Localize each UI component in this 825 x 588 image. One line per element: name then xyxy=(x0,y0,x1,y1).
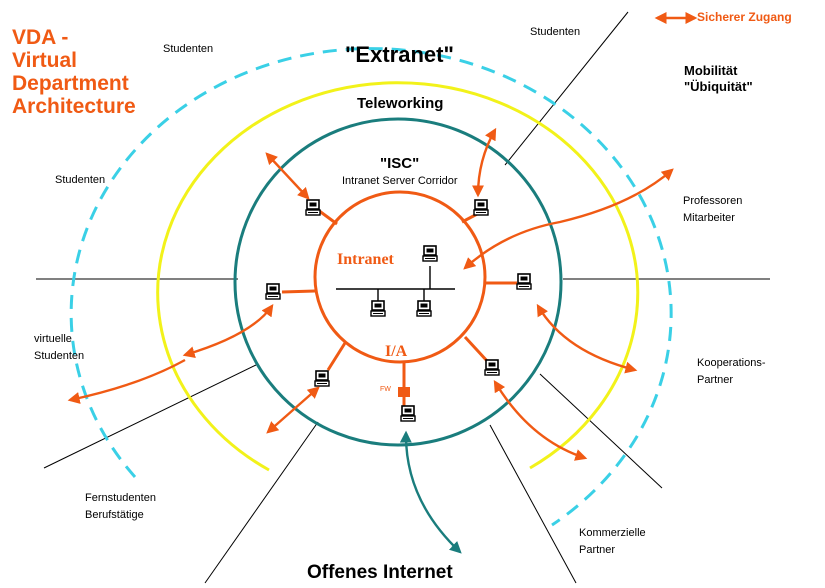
pc-right xyxy=(516,273,532,290)
ia-label: I/A xyxy=(385,343,408,360)
pc-intranet-left xyxy=(370,300,386,317)
title-line-2: Virtual xyxy=(12,49,77,72)
studenten-left-label: Studenten xyxy=(55,174,106,186)
title-line-4: Architecture xyxy=(12,95,136,118)
pc-intranet-right xyxy=(416,300,432,317)
spokes xyxy=(281,208,517,408)
kommerzielle-label: Kommerzielle Partner xyxy=(579,527,646,556)
intranet-label: Intranet xyxy=(337,251,394,268)
professoren-label: Professoren Mitarbeiter xyxy=(683,195,743,224)
mobility-line-2: "Übiquität" xyxy=(684,79,753,94)
intranet-ring xyxy=(313,190,487,364)
pc-lower-right xyxy=(484,359,500,376)
isc-label: "ISC" xyxy=(380,155,420,172)
isc-sub-label: Intranet Server Corridor xyxy=(342,175,458,187)
teleworking-ring xyxy=(156,81,640,472)
isc-ring xyxy=(233,117,563,447)
firewall-box xyxy=(398,387,410,397)
secure-access-arrows xyxy=(67,12,698,461)
spoke-lower-right xyxy=(463,335,490,364)
legend-label: Sicherer Zugang xyxy=(697,10,792,24)
pc-left xyxy=(265,283,281,300)
arrow-kommerzielle xyxy=(493,379,588,461)
virtuelle-studenten-label: virtuelle Studenten xyxy=(34,333,85,362)
sector-line-top-right xyxy=(504,11,629,166)
kooperation-label: Kooperations- Partner xyxy=(697,357,766,386)
sector-line-right-lower xyxy=(539,373,663,489)
arrow-kooperation xyxy=(536,303,638,374)
pc-upper-left xyxy=(305,199,321,216)
pc-intranet-top xyxy=(422,245,438,262)
studenten-top-right-label: Studenten xyxy=(530,26,581,38)
sector-line-left-lower xyxy=(43,364,257,469)
extranet-ring xyxy=(69,47,673,527)
title-line-1: VDA - xyxy=(12,26,69,49)
spoke-lower-left xyxy=(326,342,347,371)
extranet-label: "Extranet" xyxy=(345,42,454,67)
internet-arrow xyxy=(399,430,462,554)
pc-bottom xyxy=(400,405,416,422)
arrow-mobile xyxy=(463,168,674,270)
mobility-label: Mobilität "Übiquität" xyxy=(684,63,753,95)
mobility-line-1: Mobilität xyxy=(684,63,738,78)
title: VDA - Virtual Department Architecture xyxy=(12,26,136,118)
fernstudenten-label: Fernstudenten Berufstätige xyxy=(85,492,156,521)
teleworking-label: Teleworking xyxy=(357,95,444,112)
arrow-upper-left xyxy=(265,152,310,200)
arrow-virtual-far xyxy=(67,358,186,404)
pc-lower-left xyxy=(314,370,330,387)
sector-line-bottom-left xyxy=(204,421,319,584)
pc-upper-right xyxy=(473,199,489,216)
studenten-top-left-label: Studenten xyxy=(163,43,214,55)
arrow-fernstudenten xyxy=(266,386,320,434)
spoke-upper-left xyxy=(317,208,338,226)
arrow-virtual xyxy=(182,304,274,359)
spoke-left xyxy=(281,289,316,294)
fw-label: FW xyxy=(380,386,391,393)
offenes-internet-label: Offenes Internet xyxy=(307,562,453,583)
title-line-3: Department xyxy=(12,72,129,95)
lan-bus xyxy=(336,266,455,302)
